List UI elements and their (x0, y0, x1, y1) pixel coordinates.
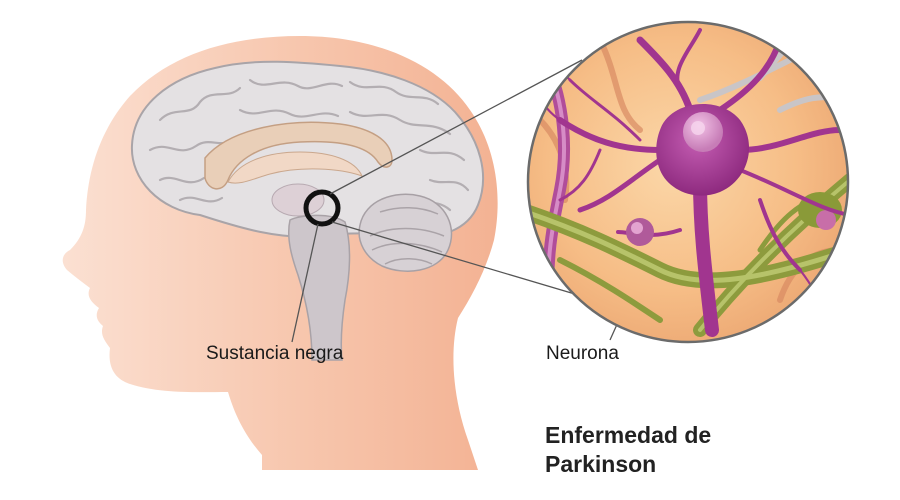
substantia-nigra-label: Sustancia negra (206, 343, 344, 364)
brain (130, 60, 485, 361)
diagram-title: Enfermedad de Parkinson (545, 421, 711, 479)
neuron-zoom-circle (526, 20, 850, 344)
neuron-label: Neurona (546, 343, 619, 364)
substantia-nigra-marker (303, 189, 341, 227)
title-line-2: Parkinson (545, 451, 657, 477)
title-line-1: Enfermedad de (545, 422, 712, 448)
